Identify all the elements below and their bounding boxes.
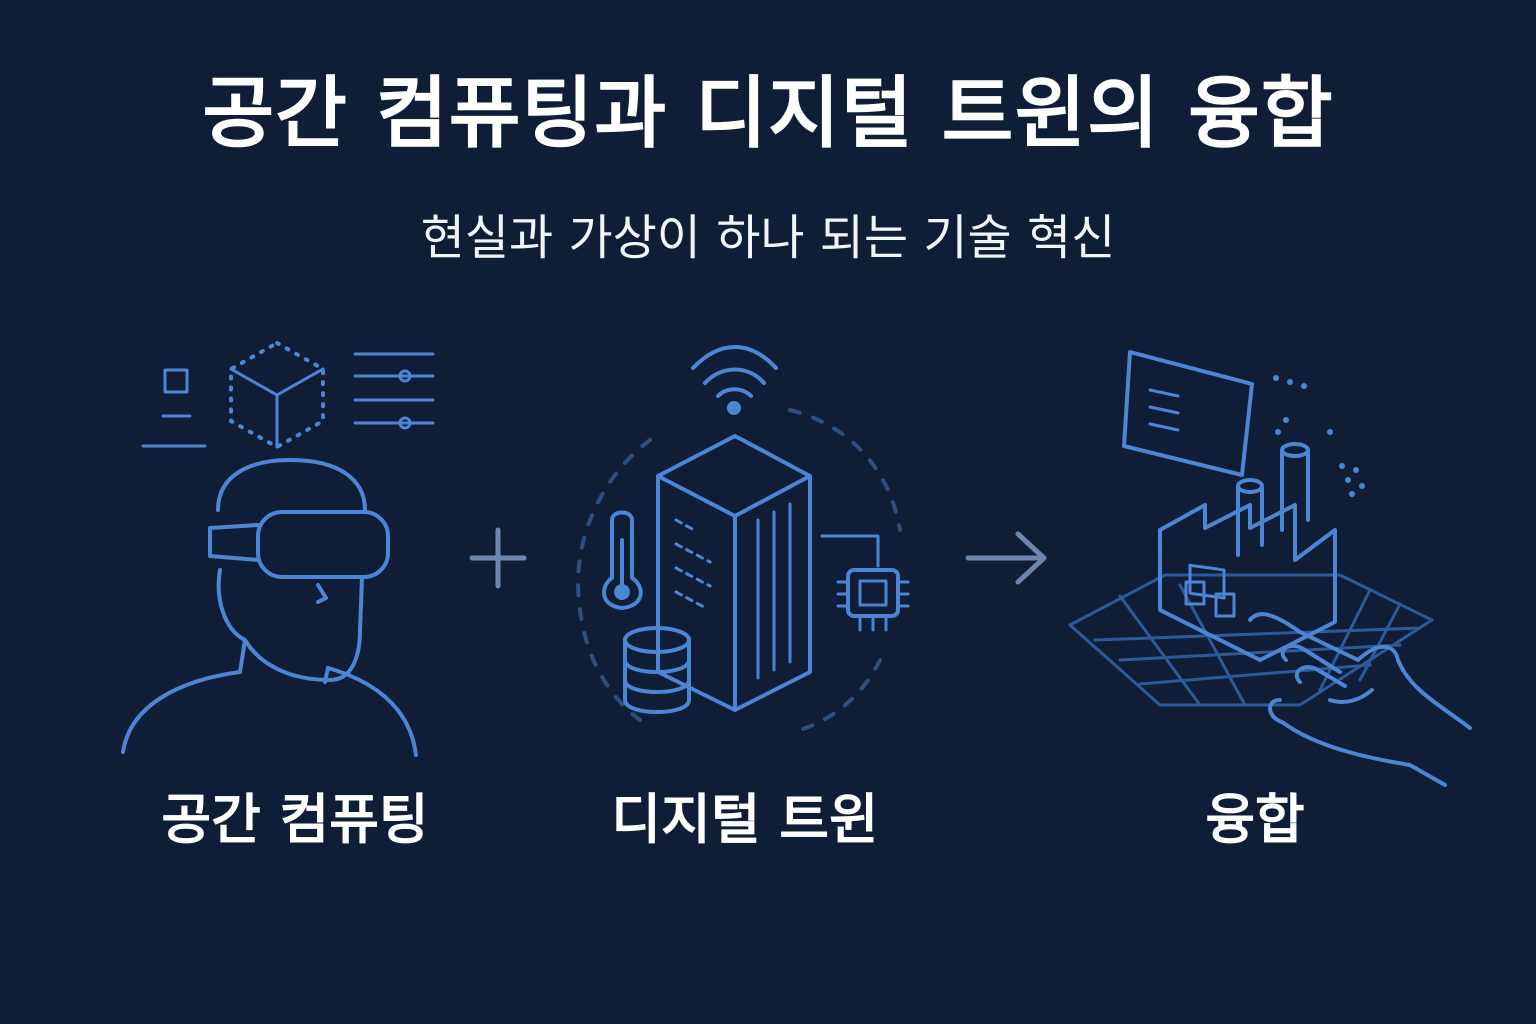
panel-label-digital-twin: 디지털 트윈	[611, 788, 879, 851]
vr-headset-user-icon	[121, 340, 435, 757]
page-subtitle: 현실과 가상이 하나 되는 기술 혁신	[420, 210, 1116, 266]
floor-grid-icon	[1068, 573, 1434, 707]
particles-icon	[1273, 375, 1365, 497]
connected-building-icon	[575, 345, 910, 732]
hologram-panel-icon	[1122, 350, 1254, 600]
page-title: 공간 컴퓨팅과 디지털 트윈의 융합	[202, 69, 1334, 159]
thermometer-icon	[602, 510, 643, 610]
wifi-icon	[691, 345, 778, 415]
plus-icon	[469, 527, 527, 589]
database-icon	[623, 626, 691, 714]
panel-label-spatial-computing: 공간 컴퓨팅	[161, 788, 429, 851]
panel-label-fusion: 융합	[1205, 788, 1305, 851]
ui-widgets-icon	[141, 368, 207, 448]
chip-icon	[820, 534, 910, 632]
factory-hand-interaction-icon	[1068, 350, 1472, 787]
3d-cube-icon	[229, 340, 325, 450]
sliders-icon	[353, 352, 435, 430]
arrow-right-icon	[965, 531, 1047, 585]
